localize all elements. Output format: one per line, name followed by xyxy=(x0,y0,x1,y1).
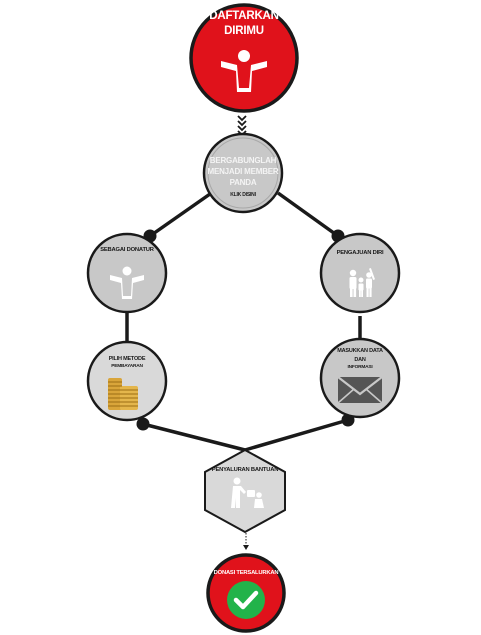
register-title-line2: DIRIMU xyxy=(224,25,264,37)
distribution-node[interactable] xyxy=(204,448,286,534)
distribution-label: PENYALURAN BANTUAN xyxy=(211,467,279,473)
giving-icon xyxy=(231,477,264,508)
person-icon xyxy=(221,50,267,92)
chevron-chain-icon xyxy=(237,115,247,137)
register-title-line1: DAFTARKAN xyxy=(209,10,279,22)
down-arrow-icon xyxy=(243,533,249,550)
family-icon xyxy=(349,268,375,297)
connectors xyxy=(125,191,362,452)
person-icon xyxy=(110,266,144,299)
info-node[interactable] xyxy=(319,337,401,419)
connector-dot xyxy=(136,417,150,431)
envelope-icon xyxy=(337,376,383,404)
done-label: DONASI TERSALURKAN xyxy=(213,570,279,576)
connector-dots xyxy=(136,229,355,431)
join-title-line3: PANDA xyxy=(229,178,257,187)
donor-node[interactable] xyxy=(86,232,168,314)
checkmark-icon xyxy=(233,590,259,610)
checkmark-badge xyxy=(227,581,265,619)
applicant-node[interactable] xyxy=(319,232,401,314)
connector-payment-distribution xyxy=(142,422,246,452)
info-label-line3: INFORMASI xyxy=(347,365,373,370)
done-node[interactable] xyxy=(206,553,286,633)
donor-label: SEBAGAI DONATUR xyxy=(100,247,154,253)
connector-join-applicant xyxy=(276,191,340,238)
payment-node[interactable] xyxy=(86,340,168,422)
payment-label-line2: PEMBAYARAN xyxy=(111,364,143,369)
connector-info-distribution xyxy=(244,418,349,452)
applicant-label: PENGAJUAN DIRI xyxy=(336,250,384,256)
info-label-line2: DAN xyxy=(354,357,366,363)
join-click-link[interactable]: KLIK DISINI xyxy=(230,192,256,198)
coins-icon xyxy=(108,378,138,410)
payment-label-line1: PILIH METODE xyxy=(108,356,146,362)
join-title-line1: BERGABUNGLAH xyxy=(209,156,277,165)
join-title-line2: MENJADI MEMBER xyxy=(207,167,279,176)
connector-join-donor xyxy=(148,192,212,238)
register-node[interactable] xyxy=(189,3,299,113)
info-label-line1: MASUKKAN DATA xyxy=(337,348,383,354)
join-node[interactable] xyxy=(202,132,284,214)
